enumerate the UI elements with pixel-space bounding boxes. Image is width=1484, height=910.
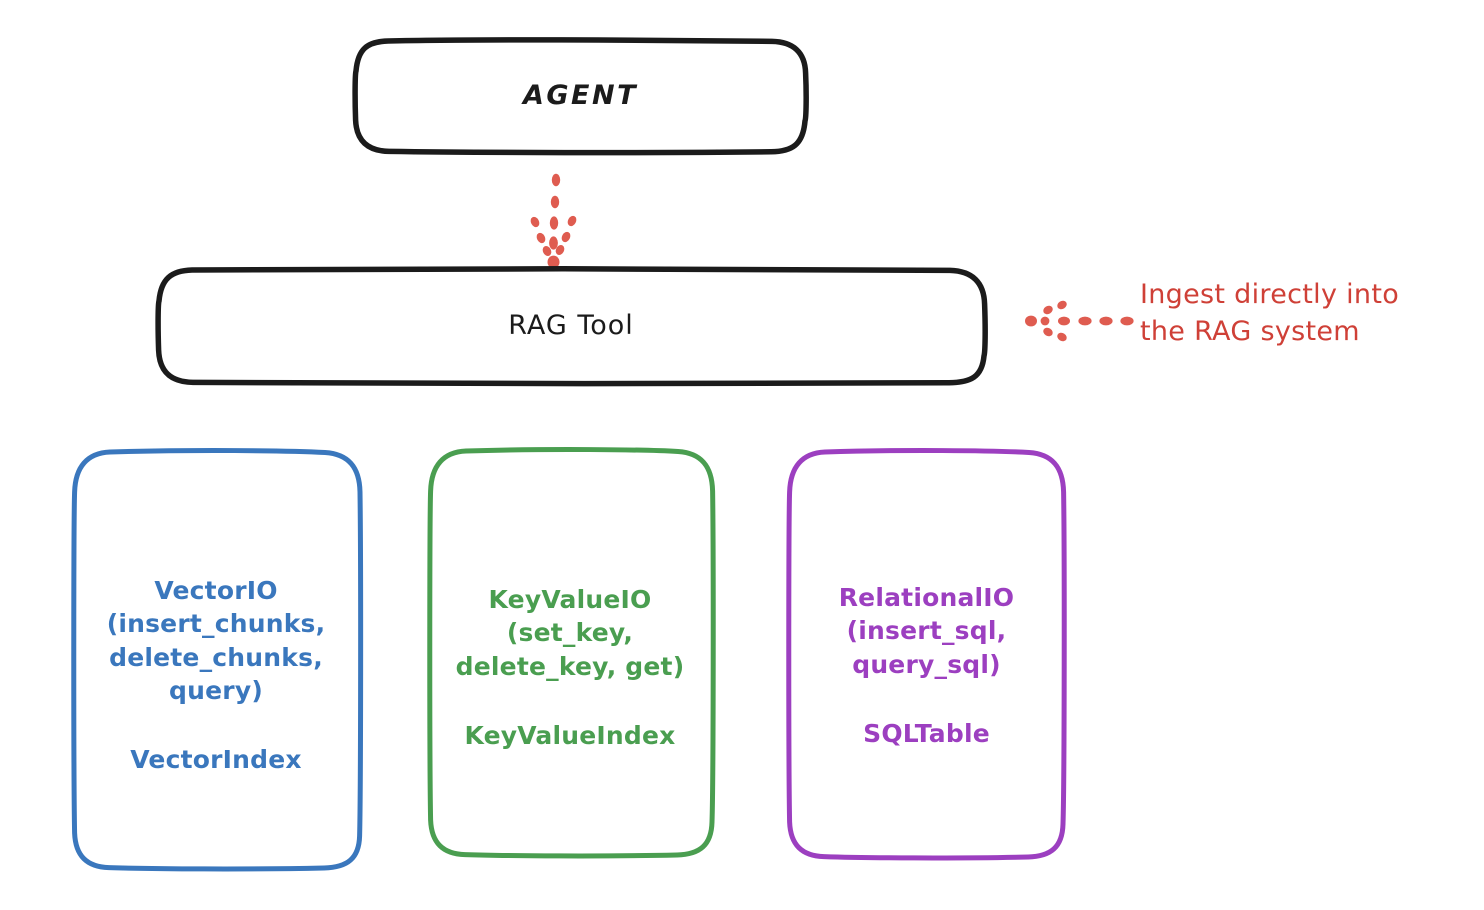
ingest-arrow-connector [1025,300,1134,342]
key-value-io-label-group: KeyValueIO (set_key, delete_key, get) Ke… [428,450,712,855]
agent-to-rag-connector [530,173,577,269]
vector-io-label-group: VectorIO (insert_chunks, delete_chunks, … [72,450,360,868]
rag-tool-node[interactable] [155,266,988,387]
relational-io-api-label: RelationalIO (insert_sql, query_sql) [838,583,1015,679]
agent-box-outline [352,37,809,156]
agent-node[interactable] [352,37,809,156]
relational-io-box-outline [786,448,1067,861]
key-value-io-node[interactable] [427,447,716,859]
key-value-index-label: KeyValueIndex [464,720,676,750]
vector-io-node[interactable] [71,448,364,872]
rag-tool-box-outline [155,266,988,387]
relational-io-node[interactable] [786,448,1067,861]
vector-io-box-outline [71,448,364,872]
sql-table-label: SQLTable [863,718,990,748]
key-value-io-box-outline [427,447,716,859]
vector-io-api-label: VectorIO (insert_chunks, delete_chunks, … [106,576,326,705]
vector-index-label: VectorIndex [130,745,302,774]
key-value-io-api-label: KeyValueIO (set_key, delete_key, get) [455,585,685,681]
relational-io-label-group: RelationalIO (insert_sql, query_sql) SQL… [790,450,1063,857]
